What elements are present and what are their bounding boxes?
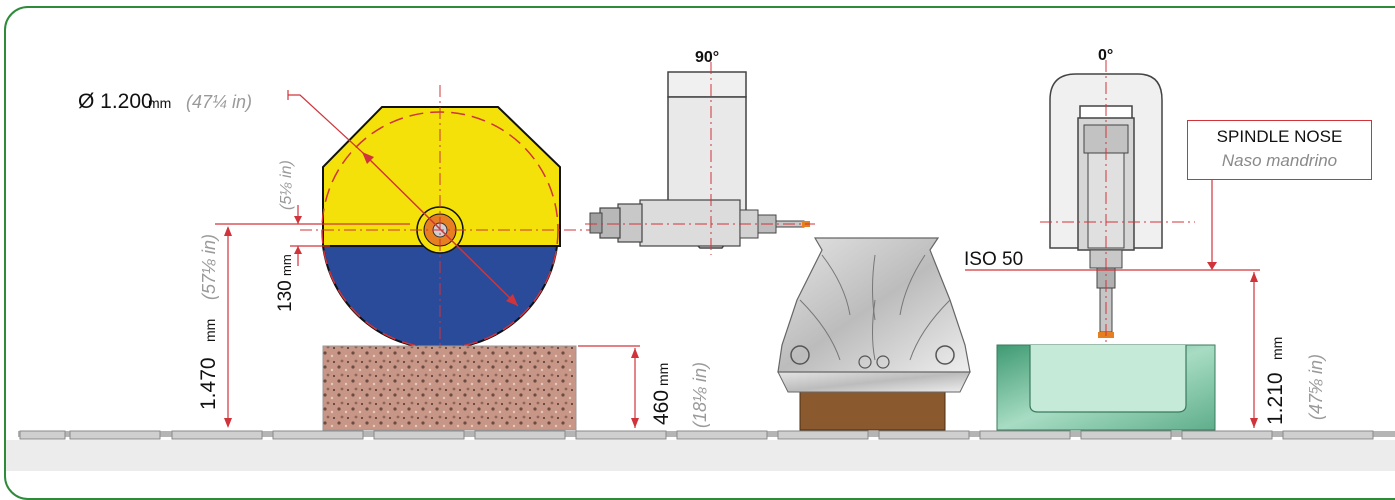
spindle-nose-label-it: Naso mandrino (1221, 151, 1338, 170)
offset-unit: mm (279, 254, 294, 276)
workpiece-height-dimension (578, 345, 640, 428)
workpiece-height-unit: mm (655, 363, 671, 386)
workpiece-height-imperial: (18⅛ in) (690, 362, 710, 428)
spindle-nose-callout: SPINDLE NOSE Naso mandrino (1187, 120, 1372, 180)
head-0-degrees (1040, 60, 1195, 345)
machine-diagram: Ø 1.200 mm (47¼ in) 130 mm (5⅛ in) 1.470… (18, 47, 1395, 440)
head-90-degrees (585, 62, 815, 255)
green-marble-block (996, 344, 1216, 431)
spindle-height-imperial: (47⅝ in) (1306, 354, 1326, 420)
saw-blade (287, 85, 600, 350)
blade-height-imperial: (57⅛ in) (199, 234, 219, 300)
blade-height-unit: mm (202, 319, 218, 342)
bottom-band (6, 440, 1395, 471)
offset-imperial: (5⅛ in) (278, 160, 295, 210)
spindle-height-value: 1.210 (1264, 372, 1287, 425)
spindle-height-unit: mm (1269, 337, 1285, 360)
spindle-nose-reference (965, 180, 1260, 428)
blade-diameter-value: Ø 1.200 (78, 90, 153, 113)
workpiece-height-value: 460 (650, 390, 673, 425)
blade-diameter-unit: mm (148, 95, 171, 111)
blade-height-value: 1.470 (197, 357, 220, 410)
machine-table (18, 430, 1395, 440)
head-90-angle: 90° (695, 49, 719, 66)
blade-height-dimension (215, 223, 290, 425)
granite-block (322, 345, 577, 431)
marble-capital (777, 237, 971, 431)
offset-value: 130 (275, 280, 296, 312)
blade-diameter-imperial: (47¼ in) (186, 92, 252, 112)
spindle-nose-label-en: SPINDLE NOSE (1216, 127, 1343, 146)
iso-label: ISO 50 (964, 249, 1023, 270)
head-0-angle: 0° (1098, 47, 1113, 64)
